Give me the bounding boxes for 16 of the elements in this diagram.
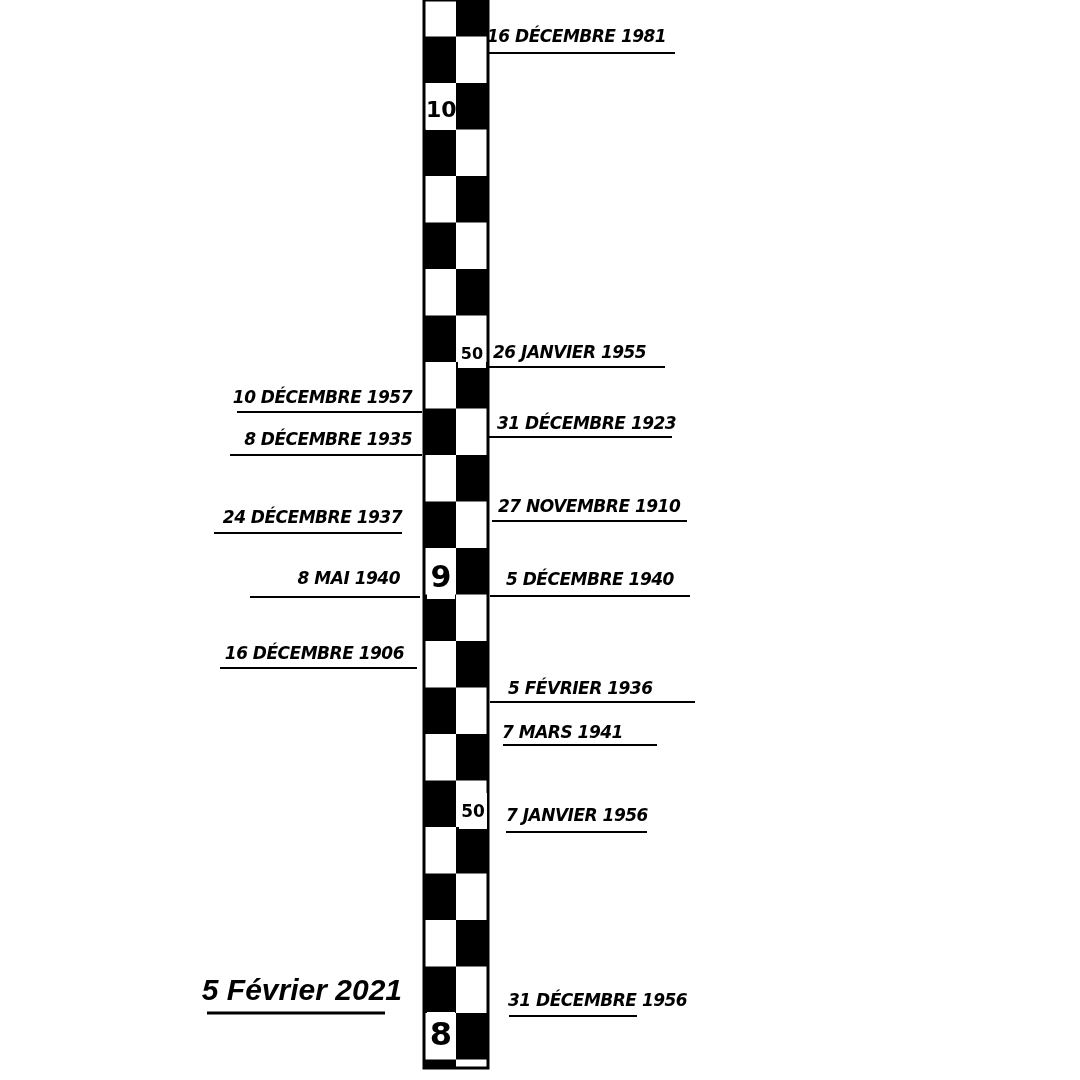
flood-date-label: 8 DÉCEMBRE 1935: [244, 429, 412, 449]
flood-date-label: 5 DÉCEMBRE 1940: [506, 569, 674, 589]
flood-date-label: 16 DÉCEMBRE 1906: [224, 643, 404, 663]
flood-date-label: 7 JANVIER 1956: [506, 805, 648, 825]
flood-date-label: 24 DÉCEMBRE 1937: [222, 507, 402, 527]
flood-date-label: 31 DÉCEMBRE 1956: [508, 990, 688, 1010]
flood-date-label: 7 MARS 1941: [502, 722, 623, 742]
flood-date-label: 8 MAI 1940: [297, 568, 400, 588]
flood-date-label: 16 DÉCEMBRE 1981: [487, 26, 667, 46]
flood-date-label: 26 JANVIER 1955: [493, 342, 647, 362]
flood-date-label: 31 DÉCEMBRE 1923: [497, 413, 677, 433]
flood-date-label: 5 Février 2021: [201, 974, 402, 1006]
scale-number: 50: [459, 793, 487, 829]
flood-date-label: 5 FÉVRIER 1936: [508, 678, 653, 698]
flood-date-label: 27 NOVEMBRE 1910: [498, 496, 681, 516]
flood-date-label: 10 DÉCEMBRE 1957: [232, 387, 412, 407]
